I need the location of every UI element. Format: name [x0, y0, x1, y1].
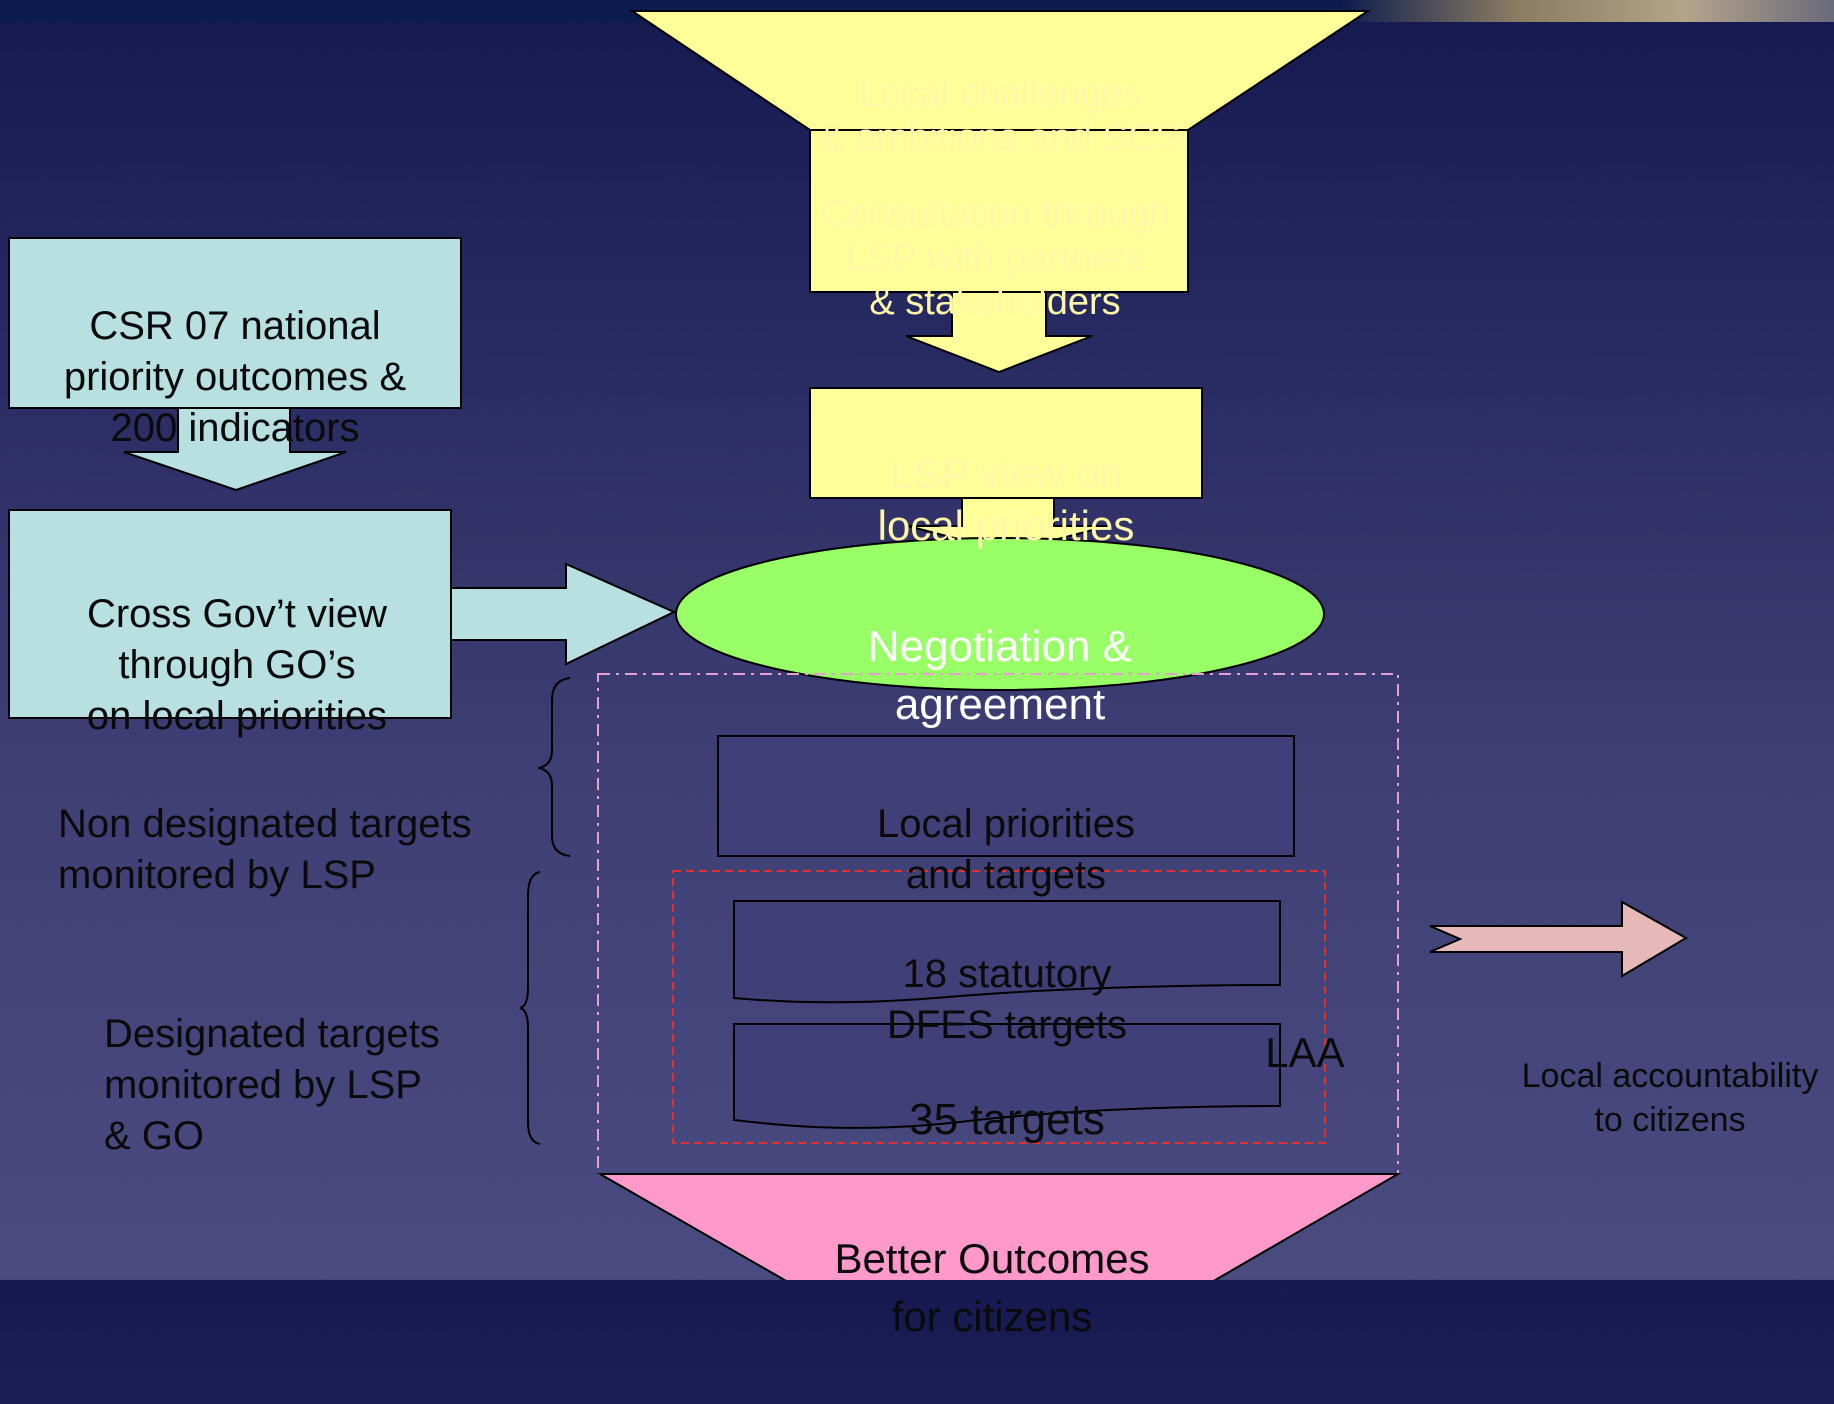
cross-gov-right-arrow [450, 562, 677, 666]
header-photo-strip [1340, 0, 1834, 22]
targets35-label: 35 targets [909, 1095, 1105, 1144]
negotiation-label: Negotiation &agreement [867, 622, 1133, 729]
lsp-view-box [809, 387, 1203, 499]
laa-label: LAA [1265, 1029, 1345, 1076]
flow-diagram [8, 10, 1688, 1280]
non-designated-brace [537, 677, 571, 857]
designated-brace [519, 871, 541, 1145]
cross-gov-box [8, 509, 452, 719]
accountability-arrow [1429, 900, 1688, 978]
funnel-top-label: Local challenges& ambitions and SCS [819, 73, 1181, 159]
csr-box [8, 237, 462, 409]
laa-scope-boundary [597, 673, 1399, 1175]
local-priorities-box [717, 735, 1295, 857]
targets35-box [733, 1023, 1281, 1129]
csr-down-arrow [123, 407, 347, 492]
negotiation-ellipse [675, 537, 1325, 691]
consultation-down-arrow [905, 291, 1093, 374]
outcomes-funnel [596, 1173, 1402, 1280]
statutory-targets-box [733, 900, 1281, 1004]
laa-red-boundary [672, 870, 1326, 1144]
